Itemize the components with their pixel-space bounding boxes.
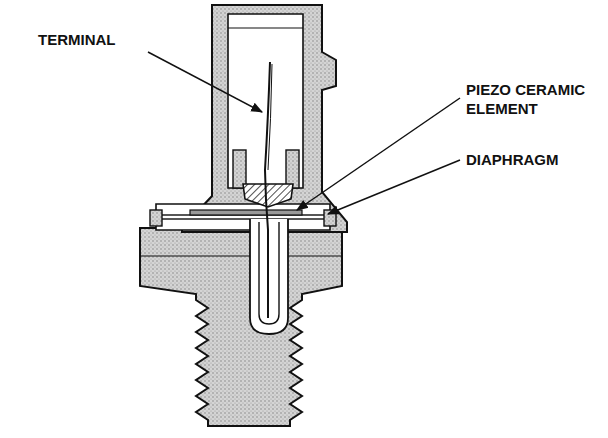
leader-line	[148, 52, 262, 112]
part-label: TERMINAL	[38, 30, 116, 49]
part-label: PIEZO CERAMIC ELEMENT	[466, 80, 592, 118]
connector-housing	[182, 5, 347, 232]
leader-line	[328, 160, 460, 214]
diaphragm	[160, 215, 326, 219]
socket-prong	[286, 150, 299, 188]
terminal-seal	[243, 184, 293, 207]
terminal-wire	[265, 62, 270, 318]
inner-cavity	[156, 204, 330, 230]
piezo-element	[190, 210, 302, 215]
diaphragm-clip	[150, 210, 162, 226]
sensor-base	[140, 228, 342, 426]
socket-prong	[233, 150, 246, 188]
part-label: DIAPHRAGM	[466, 150, 559, 169]
